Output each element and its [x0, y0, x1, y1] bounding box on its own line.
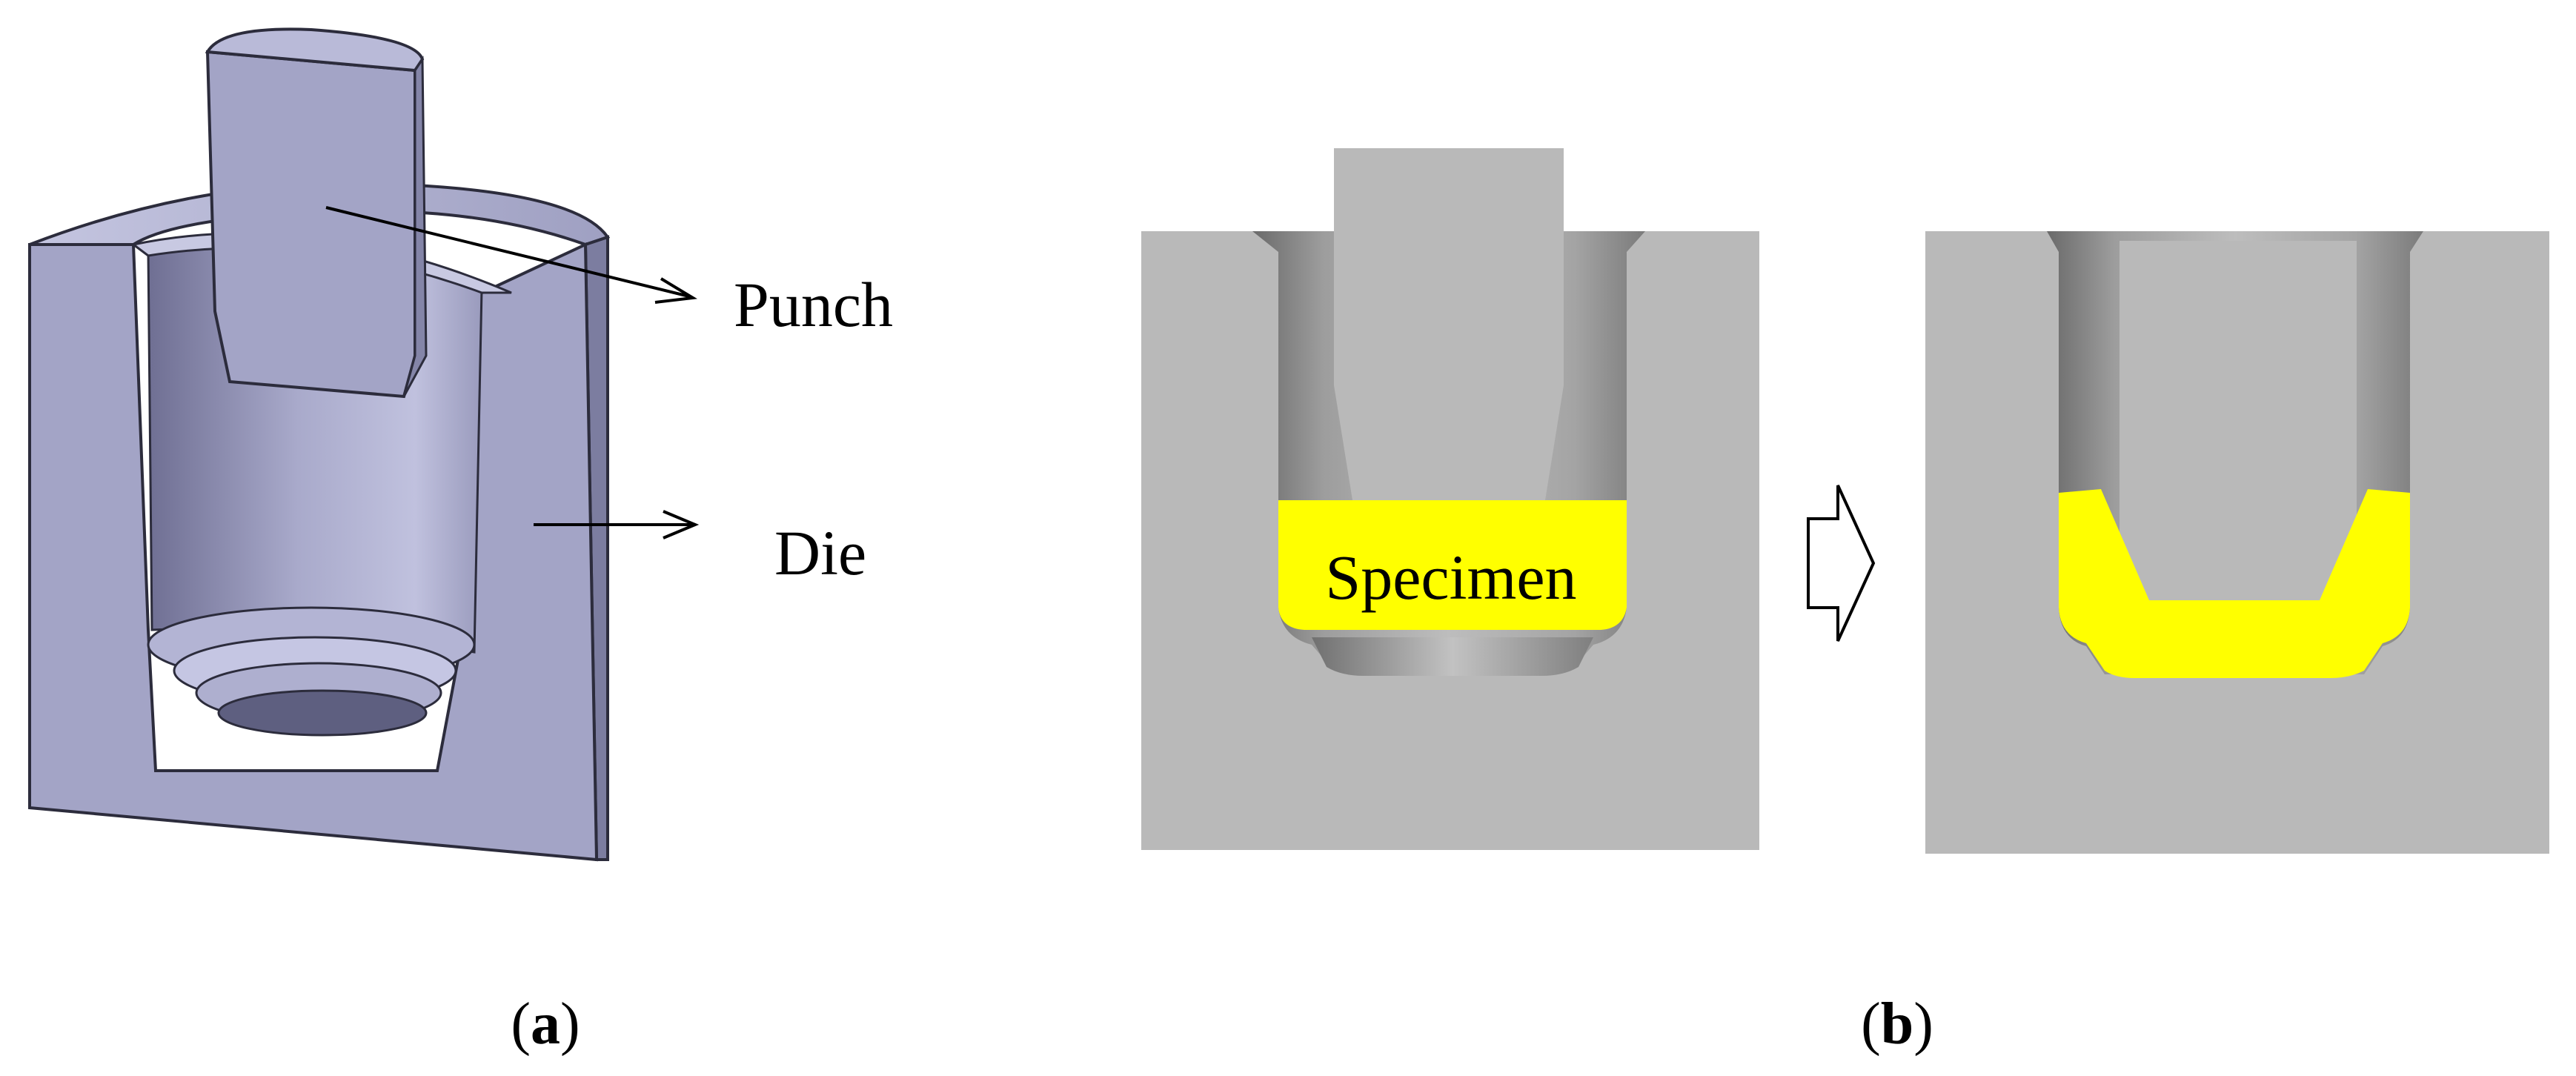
punch-section-left: [1334, 148, 1564, 500]
caption-a: (a): [511, 992, 580, 1057]
process-arrow-icon: [1807, 485, 1876, 642]
punch-label: Punch: [734, 269, 893, 340]
specimen-after: [2059, 489, 2410, 678]
caption-b: (b): [1861, 992, 1933, 1057]
panel-a-cutaway: Punch Die (a): [28, 27, 893, 1057]
die-leader-arrowhead: [663, 510, 700, 539]
die-bottom-hole: [217, 689, 428, 737]
punch-leader-arrowhead: [654, 277, 698, 304]
panel-b-after-forming: [1925, 231, 2549, 854]
panel-b-before-forming: Specimen: [1141, 148, 1759, 850]
specimen-label: Specimen: [1325, 542, 1576, 613]
punch-section-right: [2119, 241, 2357, 611]
punch-leader-line: [325, 206, 690, 298]
die-label: Die: [774, 517, 866, 588]
die-cavity-step-left: [1312, 637, 1593, 676]
punch-body: [205, 50, 416, 399]
punch-top: [205, 27, 425, 73]
specimen-before: [1278, 500, 1627, 630]
